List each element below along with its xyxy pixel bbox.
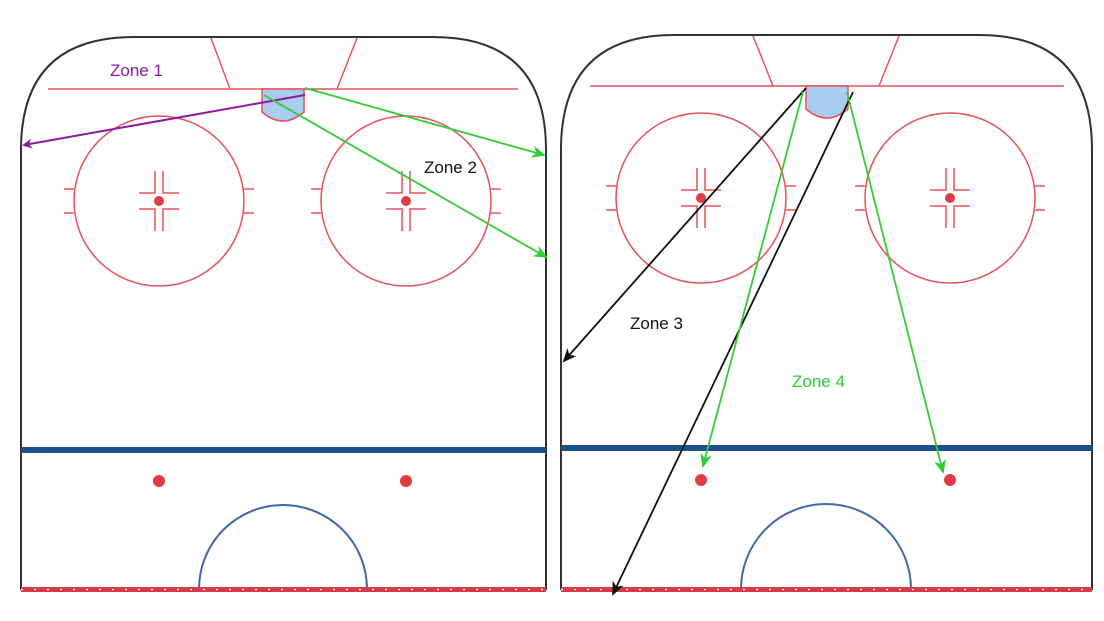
green-arrow-3 (700, 91, 804, 468)
green-arrow-2 (263, 94, 548, 258)
right-trapezoid (752, 35, 900, 87)
left-blue-line (21, 447, 546, 453)
left-rink (20, 36, 548, 592)
right-blue-line (561, 445, 1092, 451)
left-trapezoid (210, 37, 358, 90)
right-center-line (561, 587, 1092, 592)
left-faceoff-circle-1 (63, 115, 255, 287)
left-neutral-dot-2 (400, 475, 412, 487)
left-neutral-dot-1 (153, 475, 165, 487)
left-center-circle (198, 504, 368, 590)
black-arrow-1 (562, 87, 807, 363)
zone-4-label: Zone 4 (792, 372, 845, 391)
right-neutral-dot-2 (944, 474, 956, 486)
left-rink-boards (20, 36, 547, 590)
right-rink-boards (560, 34, 1093, 590)
right-crease (805, 85, 849, 119)
green-arrow-4 (846, 91, 946, 474)
right-faceoff-circle-2 (854, 112, 1046, 284)
zone-2-label: Zone 2 (424, 158, 477, 177)
purple-arrow (22, 94, 306, 149)
zone-1-label: Zone 1 (110, 61, 163, 80)
right-faceoff-circle-1 (605, 112, 797, 284)
black-arrow-2 (612, 91, 854, 596)
right-neutral-dot-1 (695, 474, 707, 486)
left-center-line (21, 587, 546, 592)
right-center-circle (740, 503, 912, 590)
right-rink (560, 34, 1093, 596)
zone-3-label: Zone 3 (630, 314, 683, 333)
green-arrow-1 (304, 87, 546, 158)
left-faceoff-circle-2 (310, 115, 502, 287)
